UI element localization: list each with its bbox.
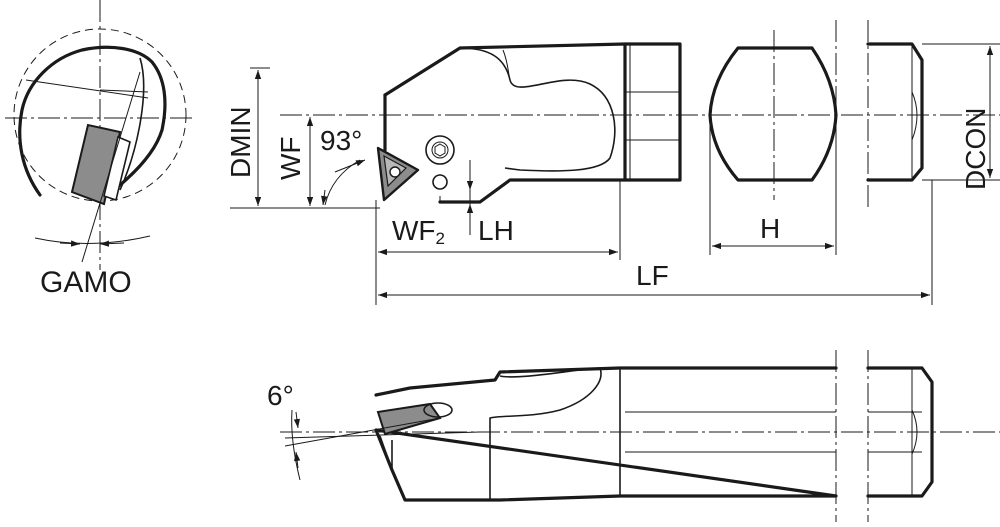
h-section-view [708,46,838,182]
angle-6-ref-line [284,431,481,439]
shank-section-1 [623,42,682,182]
end-view-insert-clamp [103,135,131,202]
h-label: H [760,213,780,244]
angle-93-arc [324,159,361,206]
angle-6-arrow-top [293,411,301,429]
side-view-clamp-screw [423,402,453,418]
insert-hole [389,166,401,178]
gamo-arrow-left [59,240,81,247]
side-view-body-outline [374,366,934,502]
dcon-end-view [866,42,924,182]
side-view-neck-curve [489,367,602,500]
gamo-arrow-right [99,240,125,247]
side-view-insert [376,402,442,436]
wf2-label-subscript: 2 [436,229,445,248]
tool-body-neck [459,47,616,172]
side-view-seat [379,435,393,471]
wf-label: WF [275,136,306,180]
dcon-label: DCON [960,108,991,190]
clamp-screw-inner [431,141,449,159]
top-view: 93° DMIN WF WF2 LH LF H DCON [225,20,1000,305]
end-view: GAMO [5,0,195,299]
gamo-label: GAMO [40,266,132,299]
gamo-reference-line [81,71,141,263]
wf2-label: WF2 [392,215,445,248]
clamp-screw-hex [434,143,446,157]
dcon-end-view-bevel [911,91,918,141]
end-view-rake-line-2 [99,89,149,93]
side-view: 6° [267,350,1000,522]
angle-93-arrow [334,159,366,173]
angle-6-label: 6° [267,380,294,411]
end-view-bar-profile [18,45,167,197]
side-view-end-bevel [911,368,918,496]
tool-body-neck-inner [502,49,511,81]
angle-93-arrow-2 [321,189,328,206]
dmin-label: DMIN [225,106,256,178]
angle-6-arc [291,409,301,481]
wf2-label-base: WF [392,215,436,246]
angle-6-inclined-line [284,417,441,447]
end-view-chip-flute [119,57,145,191]
lh-label: LH [478,215,514,246]
clamp-pin [432,174,448,190]
gamo-angle-arc [34,235,151,245]
clamp-screw-outer [425,135,455,165]
angle-6-arrow-bottom [293,451,301,469]
lf-label: LF [636,260,669,291]
end-view-rake-line [25,79,149,99]
angle-93-label: 93° [320,125,362,156]
